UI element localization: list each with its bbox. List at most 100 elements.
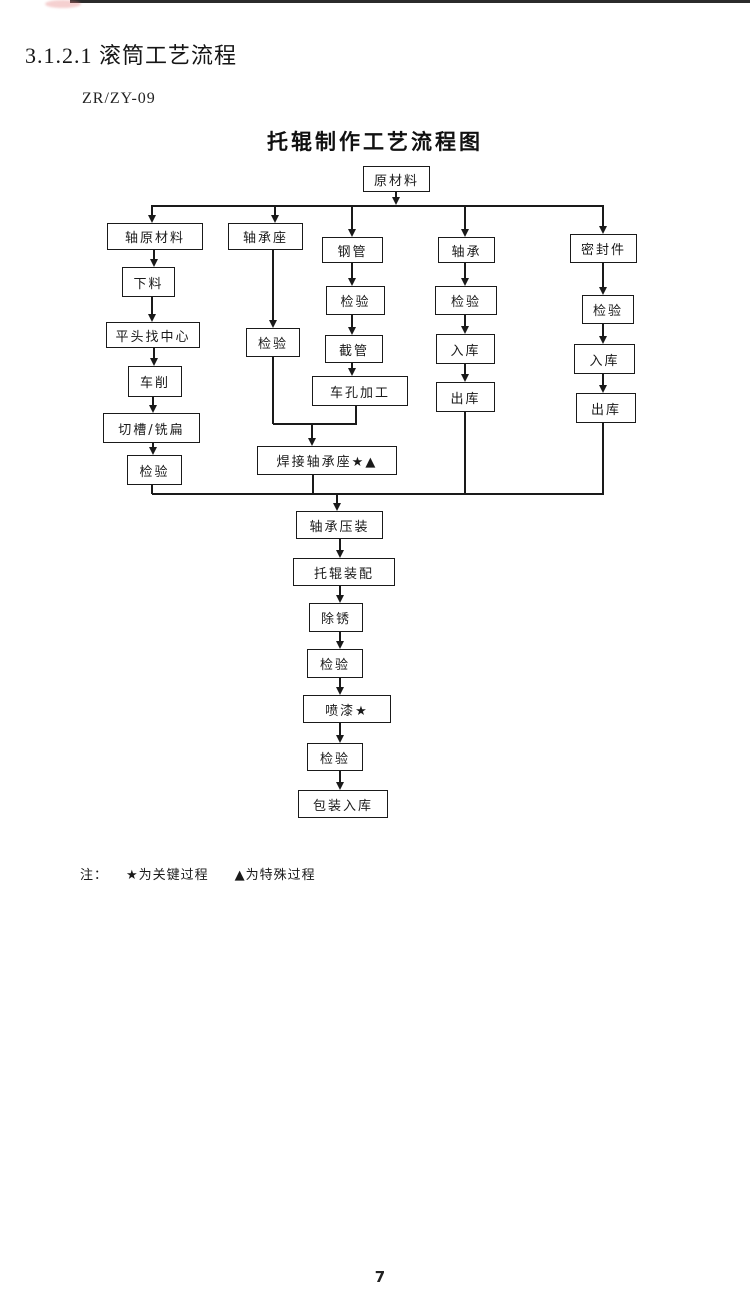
flow-connector-line [274,205,276,215]
flow-connector-line [395,192,397,197]
flow-arrowhead [598,226,607,234]
flow-node-inspection-painting: 检验 [307,743,363,771]
flow-arrowhead [148,405,157,413]
flow-connector-line [152,493,604,495]
flow-connector-line [464,315,466,326]
flow-node-seal-parts: 密封件 [570,234,637,263]
legend-note: 注： ★为关键过程 ▲为特殊过程 [80,864,342,883]
flow-connector-line [153,348,155,358]
flow-node-inspection-shaft: 检验 [127,455,182,485]
flow-arrowhead [149,259,158,267]
flow-arrowhead [332,503,341,511]
flow-connector-line [152,443,154,447]
flow-connector-line [464,364,466,374]
flow-arrowhead [335,595,344,603]
flow-connector-line [339,632,341,641]
flow-connector-line [602,324,604,336]
flow-node-packing-storage: 包装入库 [298,790,388,818]
flow-connector-line [312,475,314,494]
flow-arrowhead [147,215,156,223]
flow-node-steel-pipe: 钢管 [322,237,383,263]
flow-connector-line [351,363,353,368]
flow-connector-line [602,423,604,494]
flow-connector-line [339,771,341,782]
flow-arrowhead [460,374,469,382]
flow-arrowhead [347,368,356,376]
flow-connector-line [272,357,274,424]
top-border-rule [70,0,750,3]
note-key-process: ★为关键过程 [126,868,209,883]
flow-arrowhead [460,278,469,286]
flow-connector-line [272,250,274,320]
flow-connector-line [151,485,153,494]
flow-connector-line [153,250,155,259]
flow-connector-line [464,412,466,494]
flow-arrowhead [147,314,156,322]
flow-node-groove-milling: 切槽/铣扁 [103,413,200,443]
document-code: ZR/ZY-09 [82,90,156,107]
flow-node-bearing-pressing: 轴承压装 [296,511,383,539]
flow-node-bearing: 轴承 [438,237,495,263]
section-title: 3.1.2.1 滚筒工艺流程 [25,43,238,68]
flow-arrowhead [335,735,344,743]
flow-connector-line [602,374,604,385]
flow-connector-line [355,406,357,424]
flow-connector-line [151,205,153,215]
flow-arrowhead [598,385,607,393]
flow-arrowhead [598,336,607,344]
flow-arrowhead [460,326,469,334]
flow-node-turning: 车削 [128,366,182,397]
flow-connector-line [339,678,341,687]
flow-connector-line [351,205,353,229]
flow-arrowhead [268,320,277,328]
flow-connector-line [339,723,341,735]
flow-node-inspection-housing: 检验 [246,328,300,357]
flow-node-inspection-seal: 检验 [582,295,634,324]
flow-connector-line [464,205,466,229]
flow-connector-line [152,397,154,405]
flow-node-derusting: 除锈 [309,603,363,632]
flow-arrowhead [270,215,279,223]
flow-arrowhead [347,327,356,335]
flow-node-flatten-end-centering: 平头找中心 [106,322,200,348]
flow-node-painting: 喷漆★ [303,695,391,723]
flow-node-roller-assembly: 托辊装配 [293,558,395,586]
flow-node-inspection-assembly: 检验 [307,649,363,678]
flow-node-bore-machining: 车孔加工 [312,376,408,406]
flow-node-shaft-raw-material: 轴原材料 [107,223,203,250]
flow-connector-line [311,423,313,438]
flow-arrowhead [335,550,344,558]
flow-connector-line [464,263,466,278]
flow-arrowhead [335,641,344,649]
scan-artifact [45,0,81,8]
flow-connector-line [273,423,357,425]
note-prefix: 注： [80,868,109,883]
flow-connector-line [339,539,341,550]
flow-node-raw-material: 原材料 [363,166,430,192]
flow-arrowhead [460,229,469,237]
flow-arrowhead [391,197,400,205]
flow-node-inspection-bearing: 检验 [435,286,497,315]
flow-arrowhead [598,287,607,295]
page-number: 7 [374,1268,386,1286]
flow-arrowhead [347,229,356,237]
flow-node-storage-in-seal: 入库 [574,344,635,374]
flow-node-storage-in-bearing: 入库 [436,334,495,364]
flow-arrowhead [307,438,316,446]
flow-connector-line [602,263,604,287]
flow-connector-line [152,205,604,207]
flow-connector-line [151,297,153,314]
flow-arrowhead [335,687,344,695]
flow-node-storage-out-seal: 出库 [576,393,636,423]
flow-connector-line [351,315,353,327]
flow-node-storage-out-bearing: 出库 [436,382,495,412]
flow-node-pipe-cutting: 截管 [325,335,383,363]
flow-connector-line [336,493,338,503]
note-special-process: ▲为特殊过程 [234,868,316,883]
flow-node-weld-bearing-housing: 焊接轴承座★▲ [257,446,397,475]
flow-connector-line [602,205,604,226]
flowchart-title: 托辊制作工艺流程图 [267,130,483,154]
flow-node-cutting: 下料 [122,267,175,297]
flow-arrowhead [347,278,356,286]
